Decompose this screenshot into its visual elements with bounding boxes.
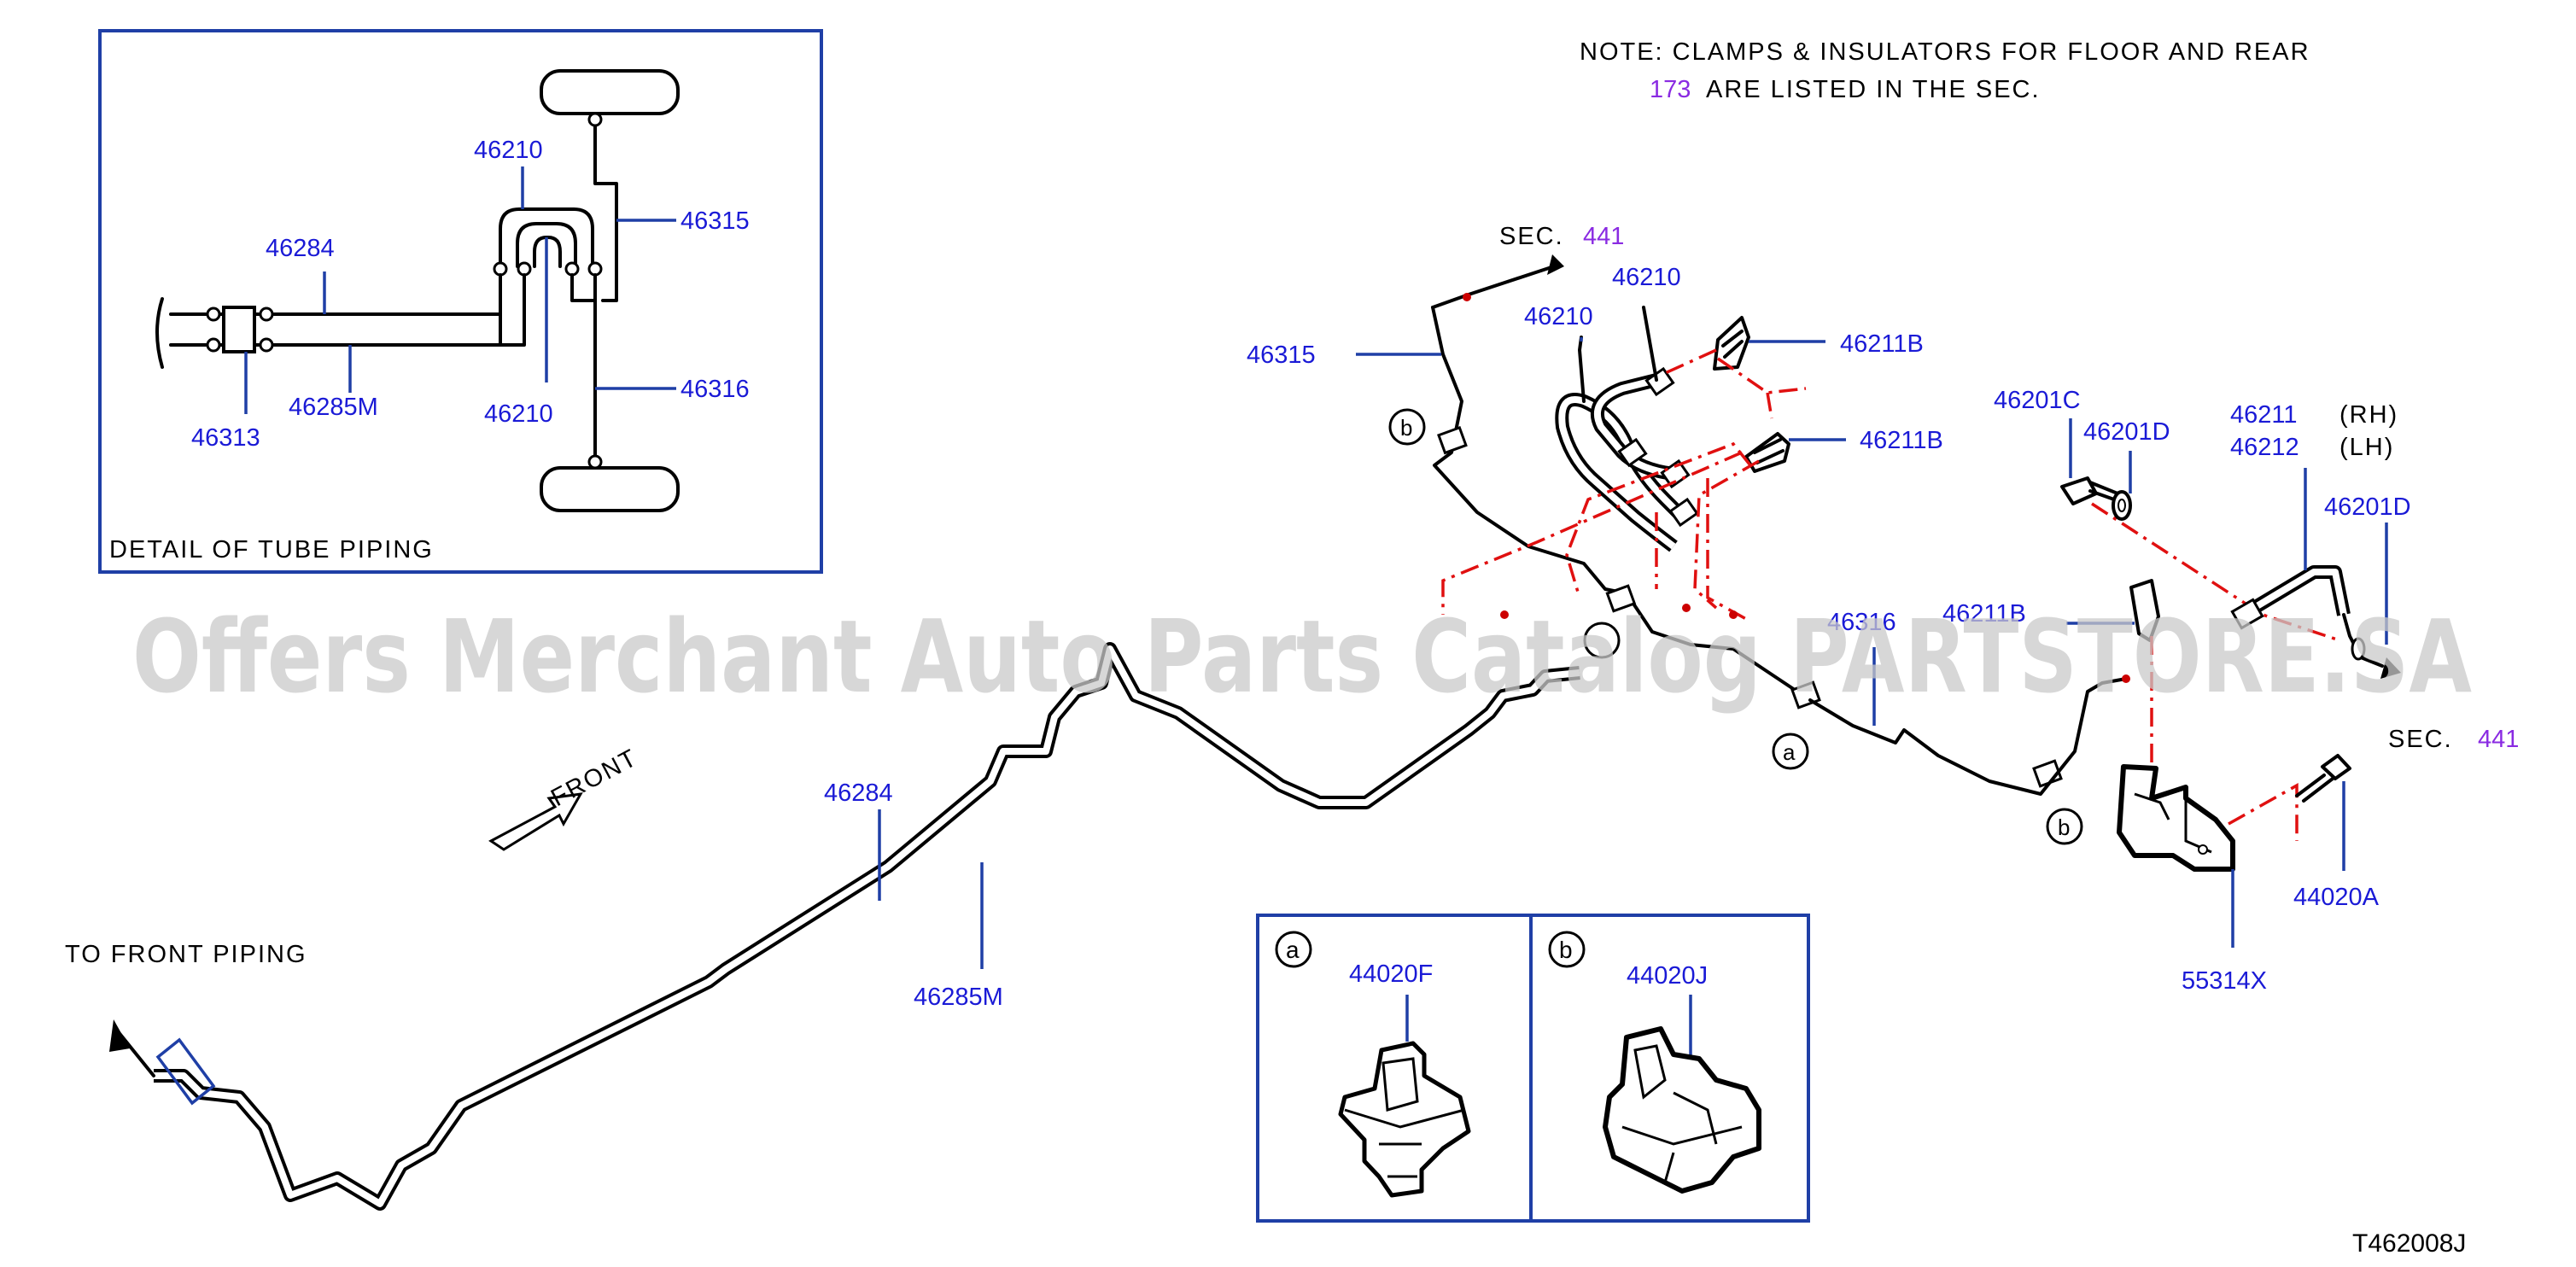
sec-top-number[interactable]: 441 [1583,223,1624,250]
label-46284[interactable]: 46284 [824,779,893,807]
sec-top-label: SEC. [1499,223,1564,250]
bracket-46211b-2: 46211B [1744,427,1943,473]
svg-text:b: b [2058,814,2070,840]
label-44020a[interactable]: 44020A [2293,884,2380,911]
detail-label-46210-mid[interactable]: 46210 [484,400,553,428]
front-connector-box [155,1037,216,1106]
clip-44020j-icon [1603,1026,1761,1194]
front-direction: FRONT [488,744,642,851]
arrow-to-front-icon [109,1019,130,1052]
diagram-id: T462008J [2352,1229,2466,1258]
label-46210-upper[interactable]: 46210 [1612,264,1681,291]
callout-a-mid: a [1772,733,1809,770]
rear-pipe-46316: 46316 [1808,609,2130,796]
arrow-sec441-top-icon [1547,254,1564,275]
label-44020j[interactable]: 44020J [1627,962,1708,990]
callout-a-left [1583,622,1621,659]
label-46285m[interactable]: 46285M [914,984,1003,1011]
bracket-55314x: 55314X [2117,764,2267,995]
detail-connector-46313 [222,306,256,353]
bracket-46211b-1: 46211B [1713,316,1924,371]
detail-label-46284[interactable]: 46284 [266,235,335,262]
detail-pipe-46284 [273,273,502,316]
detail-caption: DETAIL OF TUBE PIPING [109,536,434,563]
label-44020f[interactable]: 44020F [1349,960,1433,988]
tube-46210-set: 46210 46210 [1524,264,1699,552]
detail-frame [98,29,823,574]
clip-box-letter-b: b [1559,937,1573,963]
label-46212[interactable]: 46212 [2230,434,2299,461]
rear-pipe-46315: 46315 SEC. 441 [1247,223,1812,702]
bracket-46211b-3: 46211B [1942,579,2160,642]
to-front-piping-label: TO FRONT PIPING [65,941,307,968]
note-section-number[interactable]: 173 [1650,76,1691,103]
label-46211b-1[interactable]: 46211B [1840,330,1924,358]
sec-right-label: SEC. [2388,726,2453,753]
label-46201d-2[interactable]: 46201D [2324,493,2411,521]
label-46201d-1[interactable]: 46201D [2083,418,2170,446]
detail-label-46210-top[interactable]: 46210 [474,137,543,164]
clip-a-1 [1605,584,1637,613]
bolt-46201c: 46201C [1994,387,2128,505]
label-55314x[interactable]: 55314X [2182,967,2267,995]
detail-pipe-46285m [273,312,502,347]
detail-tube-46210-inner [516,222,577,268]
clip-detail-box: a b 44020F 44020J [1256,914,1810,1223]
arrow-sec441-right-icon [2380,657,2401,679]
label-46315[interactable]: 46315 [1247,342,1316,369]
clip-box-letter-a: a [1286,937,1300,963]
detail-label-46313[interactable]: 46313 [191,424,260,452]
label-46316[interactable]: 46316 [1827,609,1896,636]
detail-of-tube-piping: 46210 46315 46284 46285M 46210 46316 463… [98,29,823,574]
label-lh: (LH) [2339,434,2394,461]
rear-wheel-bottom-icon [540,466,680,512]
label-46201c[interactable]: 46201C [1994,387,2081,414]
clip-44020f-icon [1338,1041,1471,1198]
front-arrow-icon [488,792,583,851]
label-rh: (RH) [2339,401,2398,429]
watermark: Offers Merchant Auto Parts Catalog PARTS… [132,598,2472,715]
detail-label-46315[interactable]: 46315 [681,207,750,235]
bolt-44020a: 44020A [2293,754,2380,911]
sec-right-number[interactable]: 441 [2478,726,2519,753]
to-front-piping: TO FRONT PIPING [65,941,307,1106]
label-46211[interactable]: 46211 [2230,401,2298,429]
rear-wheel-top-icon [540,69,680,115]
note: NOTE: CLAMPS & INSULATORS FOR FLOOR AND … [1580,38,2310,103]
detail-tube-46210-outer [499,207,594,268]
washer-46201d-1: 46201D [2083,418,2170,521]
note-line2: ARE LISTED IN THE SEC. [1706,76,2041,103]
note-line1: NOTE: CLAMPS & INSULATORS FOR FLOOR AND … [1580,38,2310,66]
callout-b-lower: b [2046,808,2083,845]
detail-label-46285m[interactable]: 46285M [289,394,378,421]
detail-cut-line [155,297,164,369]
label-46210-lower[interactable]: 46210 [1524,303,1593,330]
label-46211b-3[interactable]: 46211B [1942,600,2026,628]
clip-b-1 [1437,425,1468,455]
detail-label-46316[interactable]: 46316 [681,376,750,403]
label-46211b-2[interactable]: 46211B [1860,427,1943,454]
front-label: FRONT [546,744,642,812]
svg-text:a: a [1783,739,1796,765]
brake-tube-46284-46285m [154,642,1580,1211]
assembly-lines [1441,348,2340,841]
hose-46211-46212: 46211 46212 (RH) (LH) 46201D SEC. 441 [2230,401,2519,753]
svg-text:b: b [1400,415,1412,441]
detail-pipe-46315 [593,118,618,302]
callout-b-upper: b [1388,408,1426,446]
